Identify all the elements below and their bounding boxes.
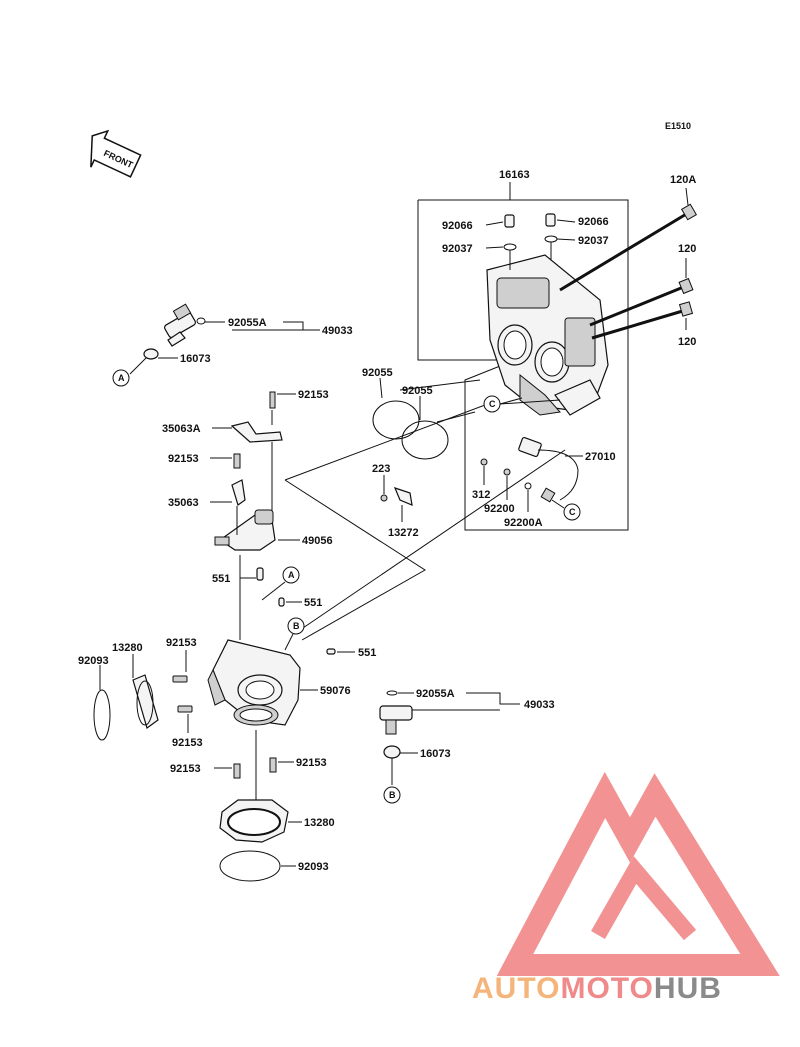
label-92200: 92200 — [484, 503, 515, 515]
label-16163: 16163 — [499, 169, 530, 181]
washer-92200 — [503, 468, 511, 476]
grommet-92200A — [524, 482, 532, 490]
callout-B-bottom: B — [383, 786, 401, 804]
bracket-35063A — [230, 421, 283, 443]
sensor-27010 — [518, 436, 579, 503]
label-92093-bottom: 92093 — [298, 861, 329, 873]
label-13280-top: 13280 — [112, 642, 143, 654]
label-120-bottom: 120 — [678, 336, 696, 348]
label-49033-bottom: 49033 — [524, 699, 555, 711]
injector-49033-top — [164, 303, 196, 347]
plug-92066-left — [504, 214, 515, 228]
oring-92037-left — [503, 243, 517, 251]
callout-A-mid: A — [282, 566, 300, 584]
throttle-body-59076 — [207, 639, 301, 726]
label-92153-d: 92153 — [172, 737, 203, 749]
label-92153-a: 92153 — [298, 389, 329, 401]
bolt-120-bottom — [591, 301, 694, 340]
label-92066-left: 92066 — [442, 220, 473, 232]
sensor-49056 — [214, 509, 276, 551]
bolt-92153-d — [177, 705, 193, 713]
bolt-92153-f — [269, 757, 277, 773]
callout-C-bottom: C — [563, 503, 581, 521]
bracket-35063 — [231, 479, 246, 506]
watermark-moto: MOTO — [560, 972, 653, 1005]
svg-text:A: A — [118, 373, 125, 383]
svg-text:C: C — [489, 399, 496, 409]
svg-text:B: B — [389, 790, 396, 800]
oring-92093-top — [93, 689, 111, 741]
label-49033-top: 49033 — [322, 325, 353, 337]
plug-92066-right — [545, 213, 556, 227]
bracket-13272 — [393, 487, 413, 506]
label-223: 223 — [372, 463, 390, 475]
label-92055A-top: 92055A — [228, 317, 267, 329]
oring-92055-a — [372, 400, 420, 440]
label-92055-b: 92055 — [402, 385, 433, 397]
injector-49033-bottom — [379, 705, 413, 735]
diagram-code: E1510 — [665, 121, 691, 131]
label-16073-top: 16073 — [180, 353, 211, 365]
label-92200A: 92200A — [504, 517, 543, 529]
bolt-120A — [559, 203, 698, 292]
svg-text:A: A — [288, 570, 295, 580]
oring-92093-bottom — [219, 850, 281, 882]
svg-text:B: B — [293, 621, 300, 631]
label-92153-c: 92153 — [166, 637, 197, 649]
cap-16073-bottom — [383, 745, 401, 759]
label-92153-e: 92153 — [170, 763, 201, 775]
label-16073-bottom: 16073 — [420, 748, 451, 760]
watermark-hub: HUB — [654, 972, 722, 1005]
label-551-a: 551 — [212, 573, 230, 585]
svg-text:C: C — [569, 507, 576, 517]
oring-92055-b — [401, 420, 449, 460]
label-35063A: 35063A — [162, 423, 201, 435]
bolt-92153-e — [233, 763, 241, 779]
watermark-text: AUTOMOTOHUB — [472, 972, 722, 1005]
label-13272: 13272 — [388, 527, 419, 539]
pin-551-c — [326, 648, 336, 655]
callout-A-top: A — [112, 369, 130, 387]
label-312: 312 — [472, 489, 490, 501]
oring-92055A-bottom — [386, 690, 398, 696]
svg-text:AUTOMOTOHUB: AUTOMOTOHUB — [472, 972, 722, 1005]
label-92093-top: 92093 — [78, 655, 109, 667]
label-35063: 35063 — [168, 497, 199, 509]
label-13280-bottom: 13280 — [304, 817, 335, 829]
label-551-b: 551 — [304, 597, 322, 609]
oring-92055A-top — [196, 317, 206, 325]
bolt-92153-b — [233, 453, 241, 469]
label-92037-left: 92037 — [442, 243, 473, 255]
label-120A: 120A — [670, 174, 696, 186]
screw-223 — [380, 494, 388, 502]
label-92153-f: 92153 — [296, 757, 327, 769]
pin-551-a — [256, 567, 264, 581]
callout-C-top: C — [483, 395, 501, 413]
bolt-92153-a — [269, 391, 276, 409]
pin-551-b — [278, 597, 285, 607]
cap-16073-top — [143, 348, 159, 360]
label-92055A-bottom: 92055A — [416, 688, 455, 700]
oring-92037-right — [544, 235, 558, 243]
label-92066-right: 92066 — [578, 216, 609, 228]
bolt-120-top — [589, 277, 694, 327]
label-120-top: 120 — [678, 243, 696, 255]
watermark-logo — [496, 771, 780, 976]
front-arrow-icon: FRONT — [90, 129, 142, 178]
label-92055-a: 92055 — [362, 367, 393, 379]
watermark-auto: AUTO — [472, 972, 560, 1005]
label-59076: 59076 — [320, 685, 351, 697]
label-92153-b: 92153 — [168, 453, 199, 465]
callout-B-mid: B — [287, 617, 305, 635]
screw-312 — [480, 458, 488, 466]
label-27010: 27010 — [585, 451, 616, 463]
label-49056: 49056 — [302, 535, 333, 547]
label-92037-right: 92037 — [578, 235, 609, 247]
assembly-16163-frame — [417, 199, 629, 531]
label-551-c: 551 — [358, 647, 376, 659]
throttle-body-assembly — [486, 254, 609, 416]
bolt-92153-c — [172, 675, 188, 683]
